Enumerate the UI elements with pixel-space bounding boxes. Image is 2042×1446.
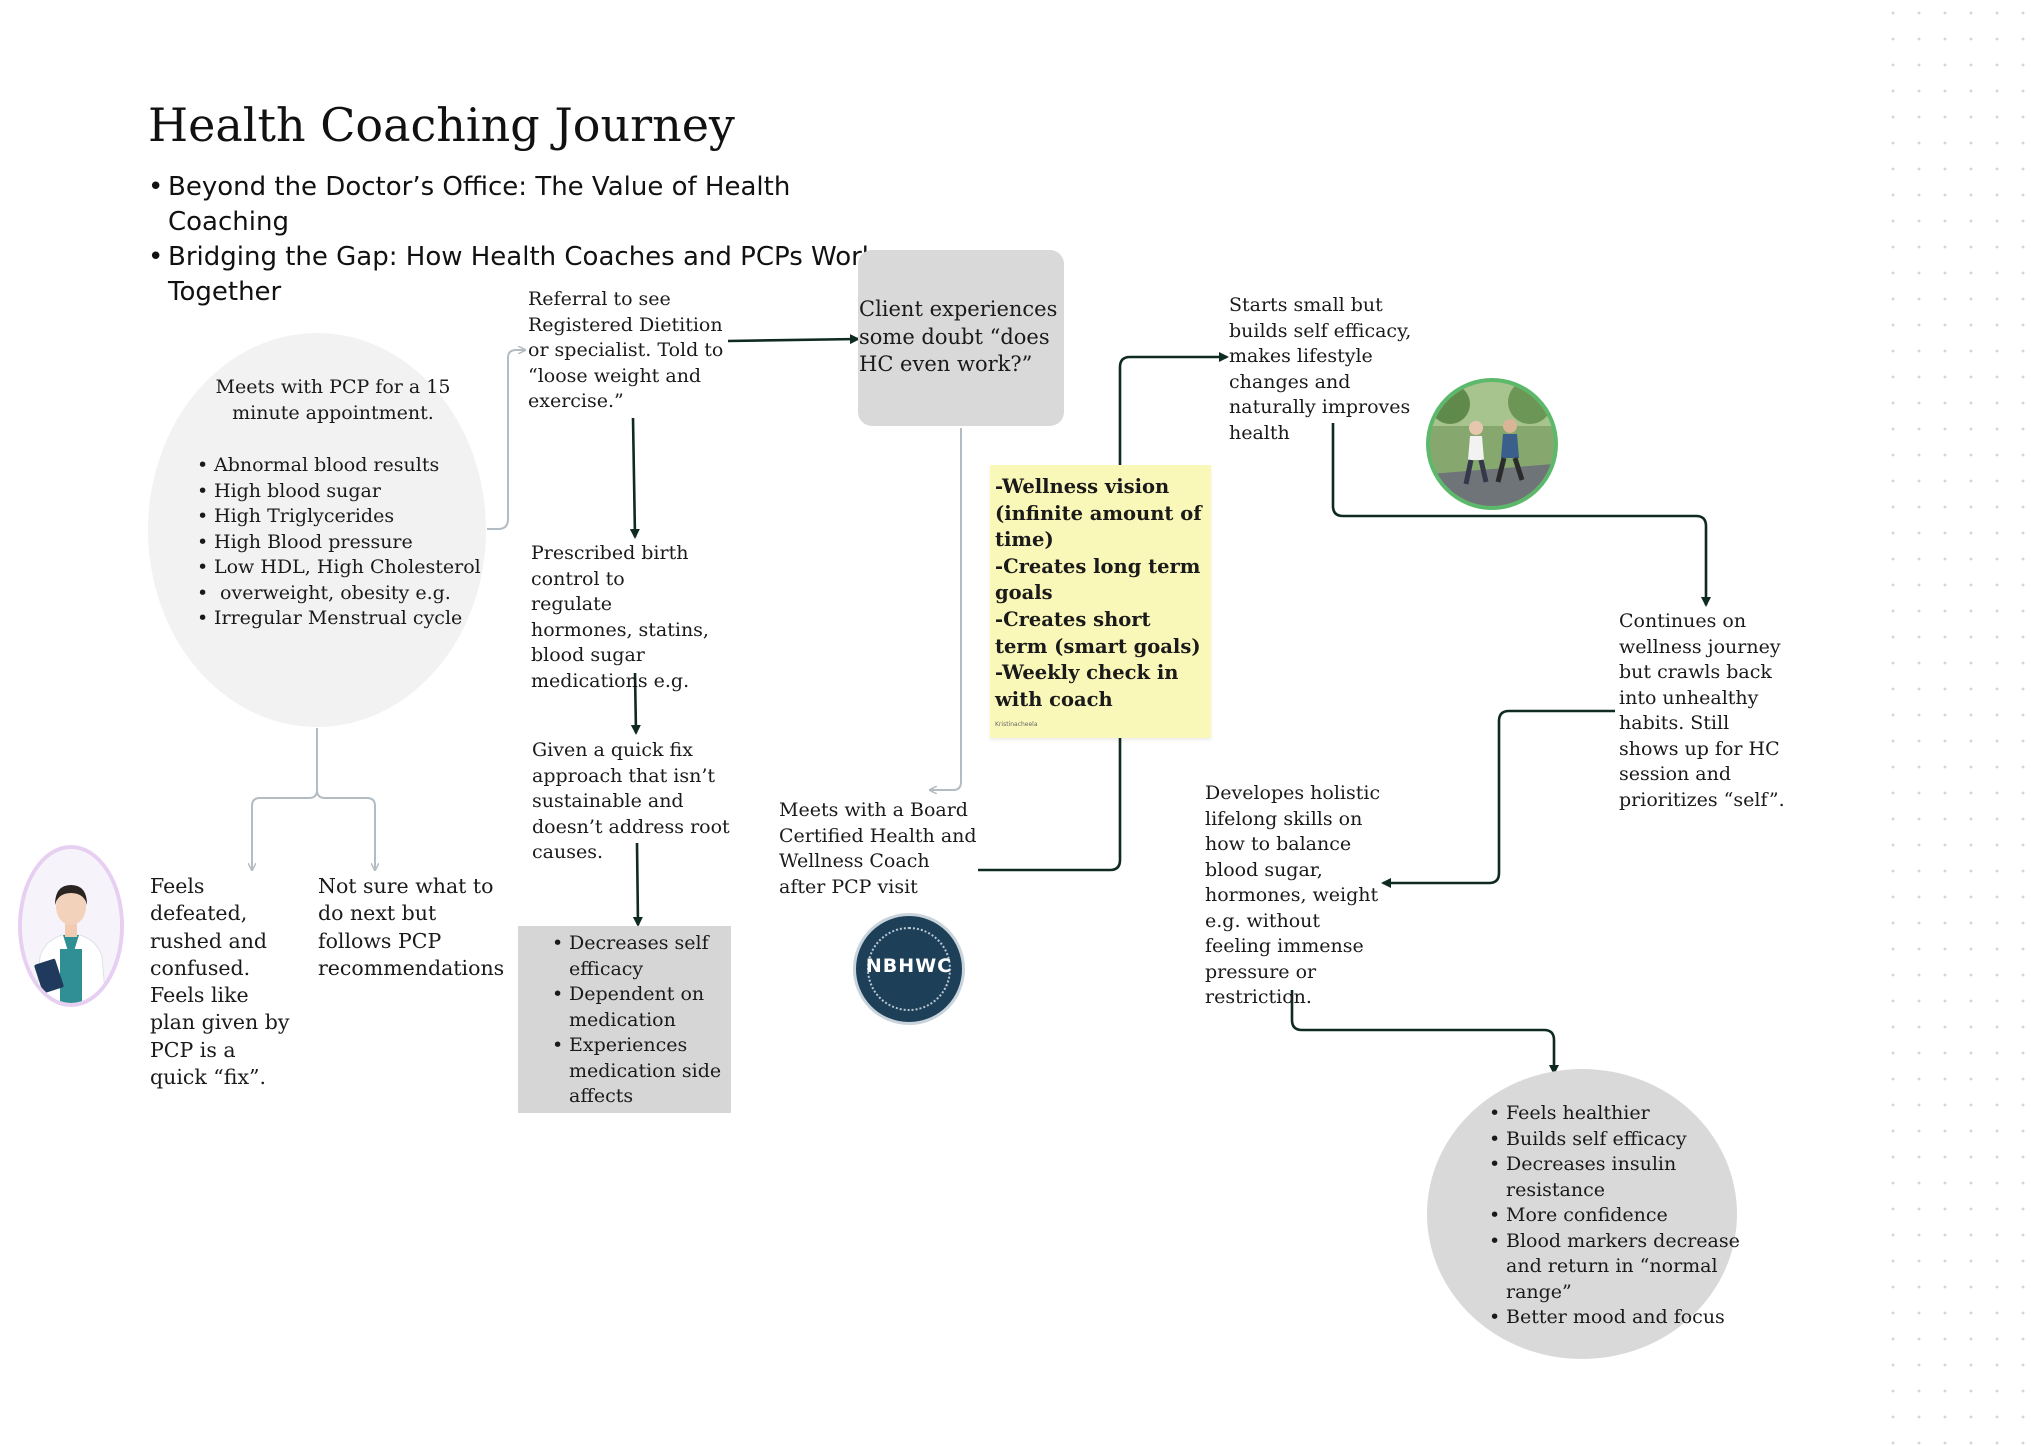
list-item: Decreases insulin resistance <box>1489 1152 1741 1203</box>
negative-outcomes-list: Decreases self efficacy Dependent on med… <box>551 931 744 1110</box>
meets-coach-text: Meets with a Board Certified Health and … <box>779 799 977 898</box>
starts-small-text: Starts small but builds self efficacy, m… <box>1229 294 1412 444</box>
list-item: High Blood pressure <box>197 530 484 556</box>
badge-ring <box>867 927 951 1011</box>
develops-skills-text: Developes holistic lifelong skills on ho… <box>1205 782 1381 1008</box>
page-title: Health Coaching Journey <box>148 98 735 152</box>
connector-pcp-split <box>252 728 318 870</box>
arrow-develops-to-final <box>1290 990 1559 1075</box>
sticky-note-text: -Wellness vision (infinite amount of tim… <box>995 474 1207 713</box>
sticky-line: -Weekly check in with coach <box>995 661 1179 711</box>
connector-pcp-to-referral <box>487 350 525 530</box>
prescribed-text: Prescribed birth control to regulate hor… <box>531 542 709 692</box>
list-item: Better mood and focus <box>1489 1305 1741 1331</box>
sticky-line: -Creates long term goals <box>995 554 1201 605</box>
arrow-quickfix-to-box <box>632 842 643 927</box>
sticky-note <box>990 465 1211 738</box>
list-item: Feels healthier <box>1489 1101 1741 1127</box>
list-item: Dependent on medication <box>552 982 744 1033</box>
sticky-line: -Creates short term (smart goals) <box>995 607 1201 658</box>
list-item: Builds self efficacy <box>1489 1127 1741 1153</box>
list-item: Blood markers decrease and return in “no… <box>1489 1229 1741 1306</box>
dot-grid-background <box>1880 0 2042 1446</box>
badge-label: NBHWC <box>865 955 953 977</box>
subtitle-item: Bridging the Gap: How Health Coaches and… <box>148 240 908 310</box>
sticky-line: -Wellness vision (infinite amount of tim… <box>995 475 1202 552</box>
continues-journey-text: Continues on wellness journey but crawls… <box>1619 610 1785 811</box>
subtitle-list: Beyond the Doctor’s Office: The Value of… <box>148 170 908 310</box>
list-item: High blood sugar <box>197 479 484 505</box>
connector-doubt-to-coach <box>930 428 962 790</box>
final-outcomes-list: Feels healthier Builds self efficacy Dec… <box>1488 1101 1741 1331</box>
arrow-referral-to-prescribed <box>629 417 640 539</box>
list-item: Irregular Menstrual cycle <box>197 606 484 632</box>
list-item: Abnormal blood results <box>197 453 484 479</box>
arrow-prescribed-to-quickfix <box>630 672 641 735</box>
subtitle-item: Beyond the Doctor’s Office: The Value of… <box>148 170 908 240</box>
client-doubt-box <box>858 250 1064 426</box>
sticky-signature: Kristinacheela <box>995 721 1038 728</box>
doctor-avatar-icon <box>18 845 124 1007</box>
quick-fix-text: Given a quick fix approach that isn’t su… <box>532 739 730 863</box>
client-doubt-text: Client experiences some doubt “does HC e… <box>859 297 1058 376</box>
list-item: overweight, obesity e.g. <box>197 581 484 607</box>
runners-photo-icon <box>1426 378 1558 510</box>
arrow-referral-to-doubt <box>727 334 860 345</box>
list-item: Low HDL, High Cholesterol <box>197 555 484 581</box>
referral-text: Referral to see Registered Dietition or … <box>528 288 724 412</box>
list-item: Experiences medication side affects <box>552 1033 744 1110</box>
feels-defeated-text: Feels defeated, rushed and confused. Fee… <box>150 874 290 1090</box>
list-item: Decreases self efficacy <box>552 931 744 982</box>
list-item: High Triglycerides <box>197 504 484 530</box>
pcp-heading: Meets with PCP for a 15 minute appointme… <box>215 376 451 424</box>
arrow-starts-to-continues <box>1331 423 1711 607</box>
arrow-continues-to-develops <box>1381 709 1615 888</box>
list-item: More confidence <box>1489 1203 1741 1229</box>
not-sure-text: Not sure what to do next but follows PCP… <box>318 874 505 980</box>
pcp-symptom-list: Abnormal blood results High blood sugar … <box>196 453 484 632</box>
connector-pcp-split-right <box>316 789 375 870</box>
